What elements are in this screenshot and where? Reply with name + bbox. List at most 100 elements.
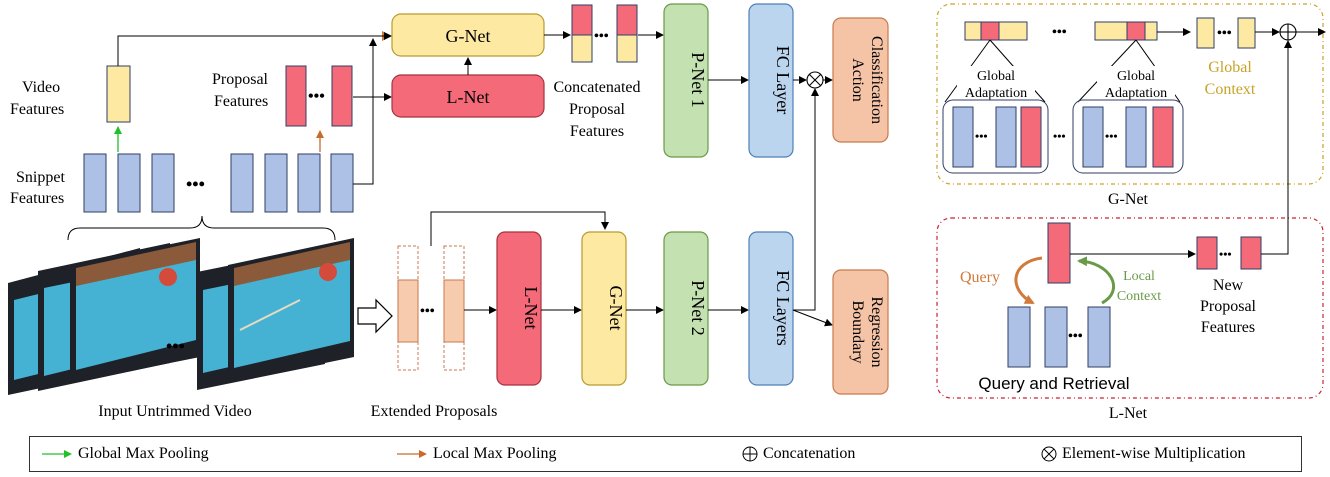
action-classification-box — [832, 17, 889, 143]
global-adaptation-2-label-2: Adaptation — [1105, 86, 1167, 101]
gnet-panel — [936, 3, 1324, 185]
action-label-1: Action — [849, 58, 866, 102]
snippet-bracket — [67, 215, 336, 241]
legend-label: Global Max Pooling — [78, 445, 209, 462]
legend-item-global-max-pooling: Global Max Pooling — [40, 437, 209, 471]
action-label-2: Classification — [868, 36, 885, 124]
proposal-ellipsis: ••• — [308, 88, 325, 105]
input-video-label: Input Untrimmed Video — [98, 403, 251, 420]
proposal-features-label-1: Proposal — [212, 71, 269, 88]
global-context-box-1 — [1196, 17, 1215, 49]
pnet2-box — [663, 231, 709, 386]
proposal-feature-box-2 — [331, 65, 353, 127]
gnet-panel-ellipsis-1: ••• — [1052, 25, 1067, 40]
snippet-to-lnet-line — [353, 38, 377, 185]
green-arrow-icon — [42, 450, 72, 459]
lnet-to-concat-line — [1261, 40, 1292, 255]
query-curve-arrow — [1014, 256, 1043, 305]
gnet-top-label: G-Net — [446, 26, 491, 46]
retrieval-ellipsis: ••• — [1068, 329, 1083, 344]
gnet-panel-feature-1 — [964, 21, 1028, 41]
new-proposal-label-1: New — [1213, 277, 1244, 294]
adaptation-group-1 — [942, 99, 1049, 174]
adaptation-group-2 — [1072, 99, 1184, 174]
snippet-features-label-1: Snippet — [16, 169, 65, 186]
concat-ellipsis: ••• — [594, 29, 609, 44]
legend-label: Local Max Pooling — [433, 445, 557, 462]
video-frames: ••• — [8, 238, 354, 395]
proposal-feature-box-1 — [285, 65, 307, 127]
new-proposal-box-2 — [1240, 236, 1262, 270]
fc-to-multiply-line — [793, 88, 819, 311]
legend-item-element-wise-multiplication: Element-wise Multiplication — [1040, 437, 1246, 471]
local-context-curve-arrow — [1077, 256, 1115, 305]
legend-label: Concatenation — [763, 445, 856, 462]
adaptation-between-ellipsis: ••• — [1053, 129, 1066, 143]
gnet-bottom-box — [581, 231, 627, 386]
lnet-bottom-label: L-Net — [521, 287, 541, 330]
global-context-box-2 — [1237, 17, 1256, 49]
query-and-retrieval-label: Query and Retrieval — [978, 374, 1129, 393]
query-proposal-box — [1047, 222, 1071, 284]
concat-label-3: Features — [570, 123, 624, 140]
gnet-panel-label: G-Net — [1108, 191, 1149, 208]
snippet-ellipsis: ••• — [186, 174, 205, 194]
legend: Global Max Pooling Local Max Pooling Con… — [29, 436, 1302, 472]
legend-label: Element-wise Multiplication — [1062, 445, 1246, 462]
lnet-bottom-box — [496, 231, 542, 386]
orange-arrow-icon — [397, 450, 427, 459]
gnet-panel-feature-2 — [1094, 21, 1158, 41]
lnet-panel-label: L-Net — [1109, 405, 1148, 422]
multiply-node — [806, 71, 824, 89]
video-feature-box — [106, 65, 131, 123]
concat-label-1: Concatenated — [553, 79, 640, 96]
concatenated-features — [571, 4, 638, 63]
video-to-gnet-line — [117, 31, 392, 66]
adaptation-ellipsis-1: ••• — [975, 129, 988, 143]
otimes-icon — [1041, 446, 1057, 462]
local-context-label-2: Context — [1117, 289, 1161, 304]
global-context-label-1: Global — [1208, 59, 1252, 76]
pnet1-label: P-Net 1 — [688, 52, 708, 108]
video-features-label-2: Features — [10, 101, 64, 118]
boundary-regression-box — [832, 269, 889, 395]
fc-layer-label: FC Layer — [773, 46, 793, 114]
proposal-features-label-2: Features — [214, 93, 268, 110]
local-context-label-1: Local — [1123, 269, 1155, 284]
fc-layers-box — [748, 231, 794, 386]
extended-proposals-label: Extended Proposals — [371, 403, 498, 420]
concat-label-2: Proposal — [569, 101, 626, 118]
legend-item-local-max-pooling: Local Max Pooling — [395, 437, 557, 471]
extended-ellipsis: ••• — [420, 304, 435, 319]
adaptation-ellipsis-2: ••• — [1105, 129, 1118, 143]
retrieval-snippets — [1007, 306, 1111, 368]
global-adaptation-1-label-2: Adaptation — [965, 86, 1027, 101]
global-adaptation-2-label-1: Global — [1117, 69, 1155, 84]
gnet-bottom-label: G-Net — [606, 286, 626, 331]
global-context-ellipsis: ••• — [1217, 26, 1232, 41]
lnet-top-label: L-Net — [447, 87, 490, 107]
oplus-icon — [742, 446, 758, 462]
boundary-label-2: Regression — [868, 296, 885, 367]
global-context-label-2: Context — [1205, 81, 1256, 98]
global-adaptation-1-label-1: Global — [977, 69, 1015, 84]
lnet-panel — [936, 217, 1324, 399]
pnet2-label: P-Net 2 — [688, 280, 708, 336]
concat-node — [1279, 23, 1297, 41]
legend-item-concatenation: Concatenation — [741, 437, 855, 471]
snippet-features-label-2: Features — [10, 190, 64, 207]
boundary-label-1: Boundary — [849, 300, 866, 363]
hollow-arrow — [357, 298, 393, 334]
query-label: Query — [960, 269, 1000, 286]
new-proposal-ellipsis: ••• — [1219, 247, 1232, 261]
extended-proposals — [397, 245, 465, 371]
frames-ellipsis: ••• — [166, 336, 185, 356]
extended-to-gnet-skip — [430, 211, 609, 246]
new-proposal-label-3: Features — [1201, 319, 1255, 336]
video-features-label-1: Video — [22, 79, 60, 96]
new-proposal-box-1 — [1196, 236, 1218, 270]
snippet-features — [83, 153, 354, 213]
new-proposal-label-2: Proposal — [1200, 298, 1257, 315]
fc-layers-label: FC Layers — [773, 270, 793, 346]
